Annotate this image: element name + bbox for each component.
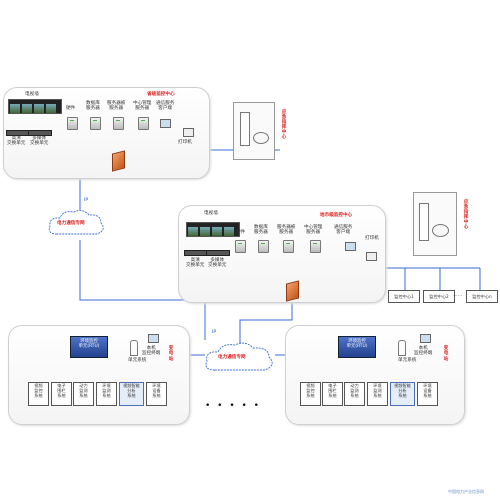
city-server-1 bbox=[258, 240, 269, 253]
provincial-video-wall bbox=[8, 99, 62, 114]
substation-right-local-label: 本机 监控终端 bbox=[414, 346, 433, 357]
city-server-3 bbox=[310, 240, 321, 253]
substation-right-title: 变电站 bbox=[443, 346, 449, 362]
cloud-top-icon bbox=[48, 210, 104, 235]
city-firewall-icon bbox=[286, 280, 299, 302]
ip-label-1: IP bbox=[212, 330, 217, 335]
provincial-client-pc bbox=[160, 119, 171, 128]
city-switch-left-label: 高清 交换单元 bbox=[186, 258, 205, 269]
monitor-center-n: 监控中心n bbox=[466, 290, 498, 303]
provincial-printer bbox=[183, 128, 194, 137]
cloud-bottom-label: 电力通信专网 bbox=[218, 355, 246, 360]
city-client-pc bbox=[345, 242, 356, 251]
provincial-server-1 bbox=[90, 117, 101, 130]
substation-right-person-icon bbox=[398, 340, 406, 356]
substation-right-system-4: 视频智能 分析 系统 bbox=[390, 382, 415, 406]
city-emergency-label: 应急指挥中心 bbox=[463, 200, 469, 230]
city-switch-left bbox=[184, 250, 208, 256]
cloud-bottom-icon bbox=[205, 342, 273, 371]
provincial-switch-left-label: 高清 交换单元 bbox=[7, 136, 26, 147]
provincial-server-label-3: 中心管理 服务器 bbox=[133, 101, 152, 112]
substation-left-system-3: 环境 监测 系统 bbox=[96, 382, 117, 406]
provincial-emergency-desk bbox=[240, 112, 250, 146]
city-server-2 bbox=[283, 240, 294, 253]
substation-left-system-4: 视频智能 分析 系统 bbox=[119, 382, 144, 406]
substation-right-rtu-label: 环境监控 单元(RTU) bbox=[346, 339, 368, 350]
cloud-top-label: 电力通信专网 bbox=[57, 221, 85, 226]
substation-left-local-sub: 单元系统 bbox=[128, 358, 147, 363]
monitor-center-2: 监控中心2 bbox=[423, 290, 455, 303]
substation-left-system-0: 视频 监控 系统 bbox=[28, 382, 49, 406]
city-server-0 bbox=[235, 240, 246, 253]
city-title: 地市级监控中心 bbox=[320, 213, 353, 218]
substation-ellipsis: • • • • • bbox=[205, 401, 261, 411]
provincial-server-label-4: 通信服务 客户端 bbox=[156, 101, 175, 112]
substation-right-local-sub: 单元系统 bbox=[398, 358, 417, 363]
city-uplink bbox=[239, 298, 293, 345]
substation-left-terminal bbox=[148, 334, 159, 343]
substation-left-system-5: 环境 设备 系统 bbox=[146, 382, 167, 406]
provincial-switch-right-label: 多媒体 交换单元 bbox=[30, 136, 49, 147]
provincial-emergency-label: 应急指挥中心 bbox=[281, 110, 287, 140]
provincial-video-wall-label: 电视墙 bbox=[25, 92, 39, 97]
city-server-label-0: 硬件 bbox=[236, 230, 246, 235]
city-video-wall bbox=[186, 222, 240, 237]
substation-right-system-5: 环境 设备 系统 bbox=[417, 382, 438, 406]
provincial-firewall-icon bbox=[112, 150, 125, 172]
substation-left-rtu: 环境监控 单元(RTU) bbox=[70, 336, 108, 358]
provincial-server-label-0: 硬件 bbox=[66, 106, 76, 111]
city-server-label-2: 服务器被 服务器 bbox=[277, 225, 296, 236]
city-server-label-4: 通信服务 客户端 bbox=[334, 225, 353, 236]
provincial-title: 省级监控中心 bbox=[147, 92, 175, 97]
monitor-center-ellipsis: …… bbox=[453, 293, 463, 298]
substation-right-terminal bbox=[420, 334, 431, 343]
substation-left-person-icon bbox=[130, 340, 138, 356]
monitor-center-1: 监控中心1 bbox=[388, 290, 420, 303]
substation-right-rtu: 环境监控 单元(RTU) bbox=[338, 336, 376, 358]
footer-watermark: 中国电力产业信息网 bbox=[448, 489, 484, 494]
provincial-printer-label: 打印机 bbox=[178, 140, 192, 145]
substation-left-rtu-label: 环境监控 单元(RTU) bbox=[78, 339, 100, 350]
city-printer bbox=[366, 252, 377, 261]
city-emergency-table bbox=[432, 224, 449, 237]
provincial-switch-right bbox=[28, 130, 52, 136]
substation-right-system-1: 电子 围栏 系统 bbox=[322, 382, 343, 406]
provincial-server-label-2: 服务器被 服务器 bbox=[107, 101, 126, 112]
trunk-line bbox=[79, 240, 206, 340]
city-monitor-drops bbox=[404, 268, 481, 290]
city-printer-label: 打印机 bbox=[365, 236, 379, 241]
city-emergency-desk bbox=[419, 203, 429, 241]
provincial-server-label-1: 数据库 服务器 bbox=[86, 101, 100, 112]
ip-label-0: IP bbox=[84, 198, 89, 203]
substation-left-local-label: 本机 监控终端 bbox=[142, 346, 161, 357]
city-server-label-1: 数据库 服务器 bbox=[254, 225, 268, 236]
city-video-wall-label: 电视墙 bbox=[204, 211, 218, 216]
provincial-emergency-table bbox=[253, 132, 269, 144]
substation-left-title: 变电站 bbox=[168, 346, 174, 362]
substation-right-system-3: 环境 监测 系统 bbox=[367, 382, 388, 406]
city-server-label-3: 中心管理 服务器 bbox=[304, 225, 323, 236]
provincial-server-0 bbox=[67, 117, 78, 130]
city-switch-right bbox=[206, 250, 230, 256]
substation-right-system-2: 动力 监测 系统 bbox=[344, 382, 365, 406]
substation-left-system-2: 动力 监测 系统 bbox=[73, 382, 94, 406]
substation-right-system-0: 视频 监控 系统 bbox=[300, 382, 321, 406]
substation-left-system-1: 电子 围栏 系统 bbox=[51, 382, 72, 406]
city-switch-right-label: 多媒体 交换单元 bbox=[208, 258, 227, 269]
provincial-server-2 bbox=[113, 117, 124, 130]
provincial-server-3 bbox=[138, 117, 149, 130]
